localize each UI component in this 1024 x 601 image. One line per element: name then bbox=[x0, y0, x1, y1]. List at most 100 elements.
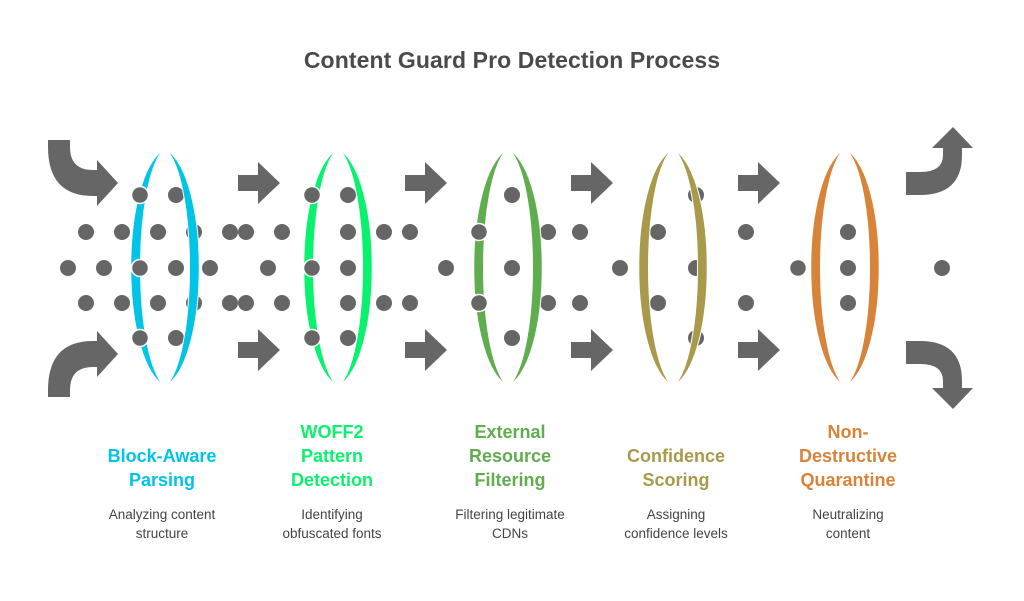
particle-dot bbox=[650, 224, 666, 240]
particle-dot bbox=[650, 295, 666, 311]
particle-dot bbox=[340, 224, 356, 240]
step-description-line: confidence levels bbox=[624, 526, 728, 541]
step-label-line: Detection bbox=[290, 470, 373, 490]
ring-left-half bbox=[130, 149, 164, 386]
particle-dot bbox=[238, 295, 254, 311]
ring-left-half bbox=[638, 149, 672, 386]
step-description-line: Identifying bbox=[301, 507, 363, 522]
particle-dot bbox=[274, 224, 290, 240]
step-label-line: Pattern bbox=[300, 446, 363, 466]
ring-left-half bbox=[810, 149, 844, 386]
particle-dot bbox=[738, 224, 754, 240]
particle-dot-in-ring bbox=[469, 222, 489, 242]
step-label-line: WOFF2 bbox=[300, 422, 364, 442]
step-label-line: Parsing bbox=[128, 470, 196, 490]
step-description-woff2-pattern-detection: Identifying obfuscated fonts bbox=[247, 505, 417, 543]
step-label-line: Destructive bbox=[798, 446, 898, 466]
ring-right-half bbox=[166, 149, 200, 386]
particle-dot bbox=[260, 260, 276, 276]
particle-dot-in-ring bbox=[469, 293, 489, 313]
step-label-line: Resource bbox=[468, 446, 552, 466]
diagram-title: Content Guard Pro Detection Process bbox=[303, 47, 721, 73]
particle-dot bbox=[168, 187, 184, 203]
particle-dot bbox=[340, 330, 356, 346]
step-description-line: structure bbox=[135, 526, 189, 541]
ring-left-half bbox=[473, 149, 507, 386]
ring-confidence-scoring bbox=[638, 149, 708, 386]
particle-dot bbox=[168, 260, 184, 276]
right-arrow-icon bbox=[571, 329, 613, 371]
particle-dot bbox=[202, 260, 218, 276]
step-description-line: Neutralizing bbox=[812, 507, 884, 522]
particle-dot bbox=[222, 295, 238, 311]
step-description-line: Analyzing content bbox=[108, 507, 216, 522]
particle-dot bbox=[504, 187, 520, 203]
particle-dot bbox=[840, 295, 856, 311]
right-arrow-icon bbox=[738, 162, 780, 204]
particle-dot bbox=[222, 224, 238, 240]
step-label-line: Non- bbox=[827, 422, 869, 442]
particle-dot bbox=[572, 295, 588, 311]
particle-dot bbox=[238, 224, 254, 240]
ring-right-half bbox=[509, 149, 543, 386]
particle-dot bbox=[504, 330, 520, 346]
particle-dot bbox=[572, 224, 588, 240]
particle-dot bbox=[402, 295, 418, 311]
particle-dot bbox=[96, 260, 112, 276]
step-description-confidence-scoring: Assigning confidence levels bbox=[591, 505, 761, 543]
particle-dot bbox=[504, 260, 520, 276]
ring-block-aware-parsing bbox=[130, 149, 200, 386]
step-description-line: CDNs bbox=[492, 526, 528, 541]
particle-dot-in-ring bbox=[130, 185, 150, 205]
particle-dot-in-ring bbox=[130, 258, 150, 278]
rings-layer bbox=[130, 149, 880, 386]
ring-woff2-pattern-detection bbox=[303, 149, 373, 386]
right-arrow-icon bbox=[238, 329, 280, 371]
curved-arrow-up-right-icon bbox=[48, 331, 118, 397]
particle-dot bbox=[274, 295, 290, 311]
ring-external-resource-filtering bbox=[473, 149, 543, 386]
particle-dot bbox=[168, 330, 184, 346]
right-arrow-icon bbox=[405, 329, 447, 371]
ring-non-destructive-quarantine bbox=[810, 149, 880, 386]
ring-right-half bbox=[674, 149, 708, 386]
particle-dot bbox=[738, 295, 754, 311]
particle-dot bbox=[934, 260, 950, 276]
particle-dot bbox=[438, 260, 454, 276]
right-arrow-icon bbox=[571, 162, 613, 204]
particle-dot bbox=[402, 224, 418, 240]
ring-left-half bbox=[303, 149, 337, 386]
particle-dot bbox=[340, 187, 356, 203]
step-description-line: Assigning bbox=[646, 507, 706, 522]
particle-dot-in-ring bbox=[788, 258, 808, 278]
step-label-line: Confidence bbox=[626, 446, 725, 466]
particle-dot bbox=[376, 295, 392, 311]
step-label-line: Quarantine bbox=[800, 470, 896, 490]
step-description-line: obfuscated fonts bbox=[282, 526, 382, 541]
particle-dot bbox=[78, 295, 94, 311]
curved-arrow-exit-down-icon bbox=[906, 341, 973, 409]
particle-dot bbox=[60, 260, 76, 276]
right-arrow-icon bbox=[238, 162, 280, 204]
particle-dot bbox=[340, 260, 356, 276]
curved-arrow-exit-up-icon bbox=[906, 127, 973, 195]
particle-dot bbox=[150, 224, 166, 240]
particle-dot bbox=[376, 224, 392, 240]
step-label-line: Scoring bbox=[642, 470, 710, 490]
particle-dot-in-ring bbox=[302, 185, 322, 205]
ring-dots-layer bbox=[130, 185, 808, 348]
particle-dot bbox=[840, 260, 856, 276]
ring-right-half bbox=[339, 149, 373, 386]
step-description-line: Filtering legitimate bbox=[455, 507, 565, 522]
step-label-line: Filtering bbox=[474, 470, 546, 490]
ring-right-half bbox=[846, 149, 880, 386]
particle-dot bbox=[78, 224, 94, 240]
particle-dot-in-ring bbox=[130, 328, 150, 348]
